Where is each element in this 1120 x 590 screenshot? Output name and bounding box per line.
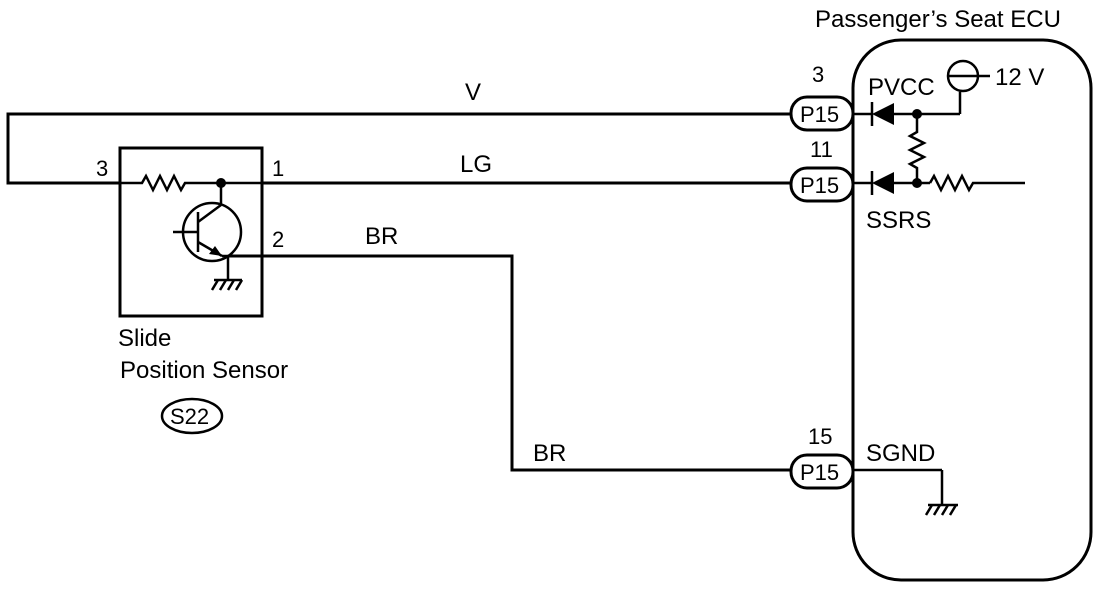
sensor-pin-1: 1 xyxy=(272,156,284,181)
wire-br xyxy=(228,254,790,472)
wire-color-br-lower: BR xyxy=(533,440,566,467)
connector-label-pin15: P15 xyxy=(800,460,839,485)
sensor-ground-icon xyxy=(210,278,244,291)
sensor-pin-2: 2 xyxy=(272,227,284,252)
voltage-source-icon xyxy=(946,59,990,93)
ecu-voltage-label: 12 V xyxy=(995,64,1044,91)
pvcc-diode-icon xyxy=(870,102,894,126)
sensor-pin-3: 3 xyxy=(96,156,108,181)
connector-p15-pin15 xyxy=(789,453,855,490)
ssrs-diode-icon xyxy=(870,171,894,195)
pin-number-11: 11 xyxy=(810,137,833,162)
wire-color-lg: LG xyxy=(460,151,492,178)
ssrs-resistor-symbol xyxy=(928,173,1025,193)
wire-color-br-upper: BR xyxy=(365,223,398,250)
connector-p15-pin11 xyxy=(789,166,855,203)
ecu-title: Passenger’s Seat ECU xyxy=(815,6,1061,33)
sensor-code: S22 xyxy=(170,404,209,429)
ecu-ground-icon xyxy=(924,503,958,516)
connector-label-pin11: P15 xyxy=(800,173,839,198)
pin-number-15: 15 xyxy=(808,424,832,449)
pullup-resistor-symbol xyxy=(907,114,927,183)
ecu-outline xyxy=(851,38,1093,582)
connector-label-pin3: P15 xyxy=(800,102,839,127)
sensor-name-line1: Slide xyxy=(118,325,171,352)
ecu-pvcc-label: PVCC xyxy=(868,74,935,101)
sensor-transistor-symbol xyxy=(173,183,243,280)
pin-number-3: 3 xyxy=(812,62,824,87)
sensor-name-line2: Position Sensor xyxy=(120,357,288,384)
wire-v xyxy=(6,112,790,185)
ecu-sgnd-label: SGND xyxy=(866,440,935,467)
ecu-ssrs-label: SSRS xyxy=(866,207,931,234)
sensor-box xyxy=(118,146,264,318)
wire-color-v: V xyxy=(465,79,481,106)
sensor-resistor-symbol xyxy=(120,173,262,193)
sensor-code-badge xyxy=(160,397,224,435)
